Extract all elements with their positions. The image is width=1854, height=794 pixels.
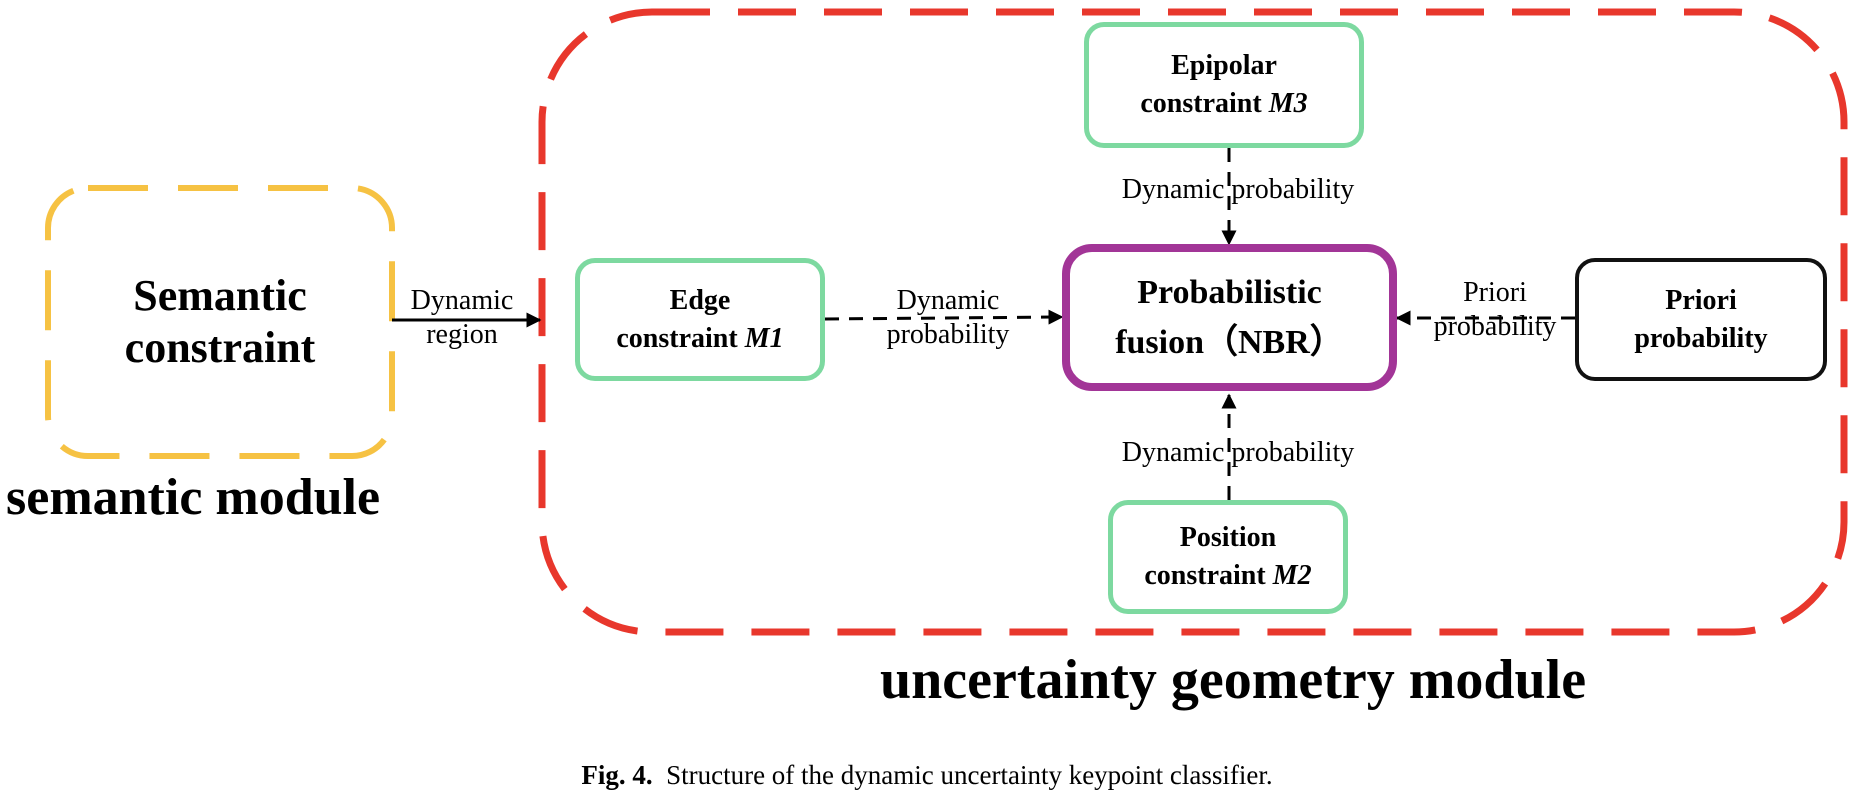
label-dynamic-region: Dynamic region — [410, 285, 514, 350]
semantic-module-boundary — [45, 185, 395, 459]
epipolar-constraint-line1: Epipolar — [1171, 50, 1277, 81]
epipolar-constraint-line2: constraint M3 — [1140, 88, 1308, 119]
semantic-constraint-line1: Semantic — [133, 271, 307, 320]
figure-caption-text: Structure of the dynamic uncertainty key… — [666, 760, 1273, 790]
semantic-constraint-node: Semantic constraint — [60, 200, 380, 444]
arrow-edge-to-fusion — [824, 309, 1064, 325]
label-edge-dynamic-probability: Dynamic probability — [886, 285, 1010, 350]
label-position-dynamic-probability: Dynamic probability — [1121, 437, 1355, 468]
priori-probability-node: Priori probability — [1575, 258, 1827, 381]
position-constraint-line2: constraint M2 — [1144, 560, 1312, 591]
label-epipolar-dynamic-probability: Dynamic probability — [1121, 174, 1355, 205]
position-constraint-node: Position constraint M2 — [1108, 500, 1348, 614]
geometry-module-title: uncertainty geometry module — [880, 649, 1587, 711]
edge-constraint-node: Edge constraint M1 — [575, 258, 825, 381]
epipolar-constraint-node: Epipolar constraint M3 — [1084, 22, 1364, 148]
geometry-module-boundary — [538, 8, 1848, 636]
probabilistic-fusion-node: Probabilistic fusion（NBR） — [1062, 244, 1397, 391]
semantic-constraint-line2: constraint — [124, 323, 316, 372]
fusion-line1: Probabilistic — [1137, 273, 1322, 311]
label-priori-probability: Priori probability — [1433, 277, 1557, 342]
fusion-line2: fusion（NBR） — [1115, 323, 1344, 361]
edge-constraint-line1: Edge — [669, 284, 731, 316]
position-constraint-line1: Position — [1179, 522, 1277, 553]
priori-line1: Priori — [1665, 284, 1737, 316]
semantic-module-title: semantic module — [6, 469, 381, 526]
figure-label: Fig. 4. — [581, 760, 653, 790]
figure-caption: Fig. 4. Structure of the dynamic uncerta… — [0, 760, 1854, 791]
edge-constraint-line2: constraint M1 — [616, 322, 784, 354]
priori-line2: probability — [1634, 322, 1768, 354]
